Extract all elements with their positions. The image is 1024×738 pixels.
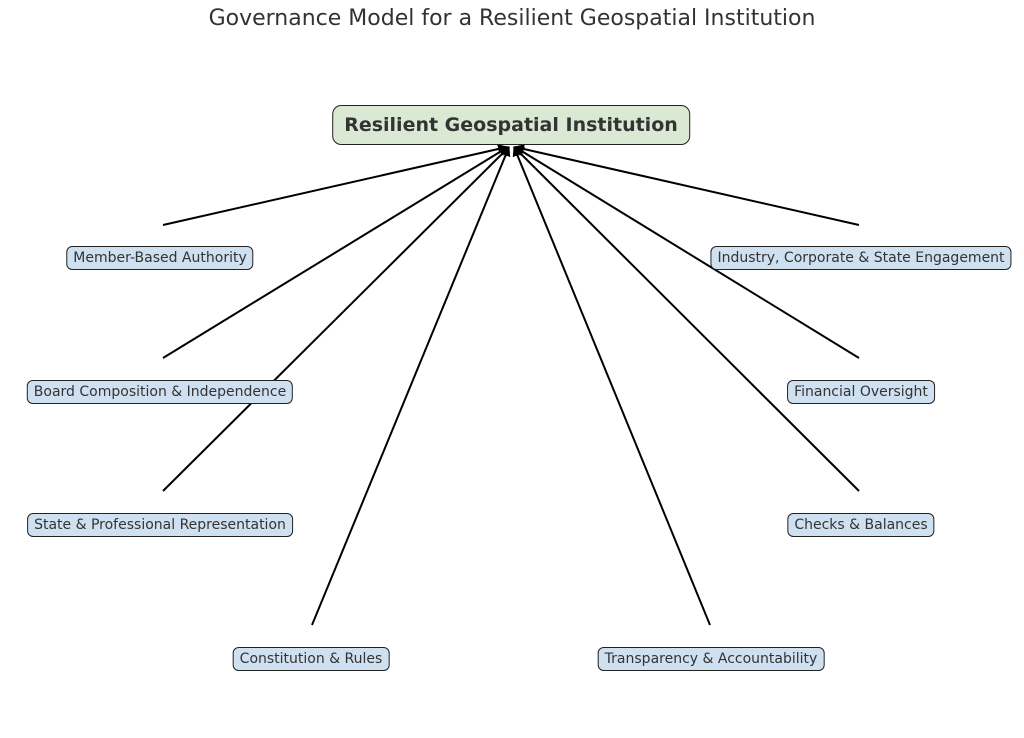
node-industry: Industry, Corporate & State Engagement (710, 246, 1012, 270)
arrow-member-to-root (162, 144, 508, 226)
arrow-constitution-to-root (311, 146, 511, 626)
arrow-financial-to-root (514, 146, 860, 359)
arrow-state-to-root (162, 146, 510, 492)
arrow-board-to-root (162, 146, 509, 359)
node-state: State & Professional Representation (27, 513, 293, 537)
node-financial: Financial Oversight (787, 380, 935, 404)
arrow-industry-to-root (514, 144, 860, 226)
node-checks: Checks & Balances (787, 513, 935, 537)
node-board: Board Composition & Independence (26, 380, 294, 404)
node-transparency: Transparency & Accountability (597, 647, 825, 671)
node-constitution: Constitution & Rules (232, 647, 390, 671)
arrow-transparency-to-root (512, 146, 711, 626)
node-member: Member-Based Authority (66, 246, 254, 270)
arrow-checks-to-root (513, 146, 860, 492)
root-node: Resilient Geospatial Institution (332, 105, 690, 145)
diagram-title: Governance Model for a Resilient Geospat… (208, 6, 816, 31)
